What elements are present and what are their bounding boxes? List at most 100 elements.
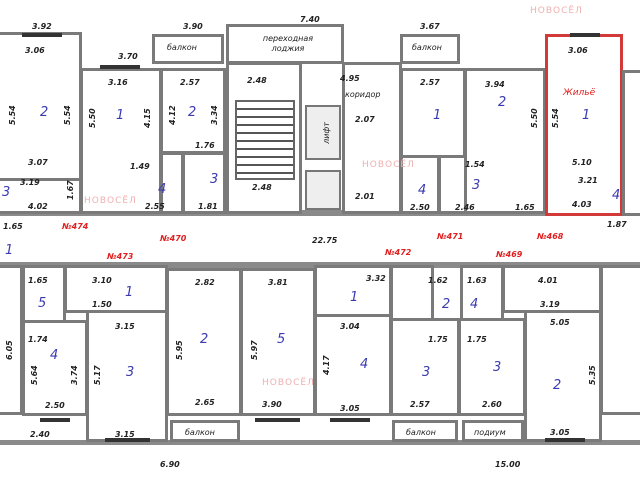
dimension: 2.50 <box>45 401 65 410</box>
room-number: 3 <box>472 178 481 193</box>
dimension: 3.15 <box>115 430 135 439</box>
dimension: 5.95 <box>175 340 184 360</box>
room-top-far-right <box>622 70 640 216</box>
dimension: 7.40 <box>300 15 320 24</box>
room-top-r4 <box>400 155 440 214</box>
dimension: 1.76 <box>195 141 215 150</box>
dimension: 5.54 <box>63 105 72 125</box>
stairs <box>235 100 295 180</box>
dimension: 4.02 <box>28 202 48 211</box>
room-number: 1 <box>350 290 359 305</box>
dimension: 3.94 <box>485 80 505 89</box>
dimension: 3.04 <box>340 322 360 331</box>
dimension: 22.75 <box>312 236 338 245</box>
dimension: 1.62 <box>428 276 448 285</box>
apartment-number: №474 <box>62 222 89 231</box>
room-bottom-far-left <box>0 265 23 415</box>
dimension: 3.05 <box>340 404 360 413</box>
room-number: 4 <box>50 348 59 363</box>
room-number: 2 <box>498 95 507 110</box>
apartment-number: №473 <box>107 252 134 261</box>
dimension: 2.07 <box>355 115 375 124</box>
room-number: 3 <box>210 172 219 187</box>
dimension: 2.60 <box>482 400 502 409</box>
room-number: 5 <box>277 332 286 347</box>
dimension: 4.95 <box>340 74 360 83</box>
dimension: 1.81 <box>198 202 218 211</box>
dimension: 2.55 <box>145 202 165 211</box>
dimension: 5.17 <box>93 365 102 385</box>
dimension: 6.90 <box>160 460 180 469</box>
room-number: 3 <box>126 365 135 380</box>
room-number: 4 <box>360 357 369 372</box>
room-highlighted <box>545 34 623 216</box>
dimension: 6.05 <box>5 340 14 360</box>
room-bottom-2b <box>390 265 434 321</box>
wall-bottom-outer <box>0 440 640 445</box>
lift-label: лифт <box>321 122 331 144</box>
dimension: 2.40 <box>30 430 50 439</box>
dimension: 2.50 <box>410 203 430 212</box>
room-top-r2 <box>464 68 546 214</box>
room-top-2 <box>160 68 226 154</box>
dimension: 1.87 <box>607 220 627 229</box>
room-number: 3 <box>493 360 502 375</box>
apartment-number: №469 <box>496 250 523 259</box>
room-number: 2 <box>40 105 49 120</box>
room-number: 4 <box>612 188 621 203</box>
corridor-label: коридор <box>345 90 381 99</box>
dimension: 3.19 <box>20 178 40 187</box>
dimension: 1.50 <box>92 300 112 309</box>
dimension: 4.12 <box>168 105 177 125</box>
highlight-label: Жильё <box>563 88 596 98</box>
dimension: 1.74 <box>28 335 48 344</box>
watermark: НОВОСЁЛ <box>530 6 583 16</box>
dimension: 1.65 <box>3 222 23 231</box>
apartment-number: №472 <box>385 248 412 257</box>
dimension: 5.54 <box>551 108 560 128</box>
room-bottom-3b <box>390 318 460 416</box>
dimension: 4.01 <box>538 276 558 285</box>
window <box>105 438 150 442</box>
balcony-bottom-2 <box>392 420 458 442</box>
balcony-label: балкон <box>406 428 436 437</box>
podium-bottom <box>462 420 524 442</box>
room-number: 5 <box>38 296 47 311</box>
room-number: 2 <box>200 332 209 347</box>
dimension: 3.10 <box>92 276 112 285</box>
room-bottom-4a <box>22 320 88 416</box>
window <box>330 418 370 422</box>
balcony-label: балкон <box>185 428 215 437</box>
room-number: 1 <box>116 108 125 123</box>
room-top-3 <box>182 152 226 214</box>
dimension: 5.35 <box>588 365 597 385</box>
dimension: 5.50 <box>530 108 539 128</box>
apartment-number: №468 <box>537 232 564 241</box>
window <box>100 65 140 69</box>
dimension: 1.63 <box>467 276 487 285</box>
room-number: 1 <box>433 108 442 123</box>
dimension: 3.70 <box>118 52 138 61</box>
dimension: 5.64 <box>30 365 39 385</box>
dimension: 3.06 <box>568 46 588 55</box>
dimension: 3.34 <box>210 105 219 125</box>
loggia-label: переходная лоджия <box>262 34 314 53</box>
dimension: 2.48 <box>252 183 272 192</box>
dimension: 1.75 <box>428 335 448 344</box>
balcony-label: балкон <box>412 43 442 52</box>
balcony-top-1 <box>152 34 224 64</box>
room-number: 1 <box>125 285 134 300</box>
apartment-number: №470 <box>160 234 187 243</box>
dimension: 4.17 <box>322 355 331 375</box>
dimension: 1.75 <box>467 335 487 344</box>
dimension: 4.03 <box>572 200 592 209</box>
balcony-label: балкон <box>167 43 197 52</box>
dimension: 5.10 <box>572 158 592 167</box>
room-number: 1 <box>5 243 14 258</box>
dimension: 3.67 <box>420 22 440 31</box>
room-bottom-2a <box>166 268 242 416</box>
dimension: 2.57 <box>410 400 430 409</box>
dimension: 3.07 <box>28 158 48 167</box>
wall-top-block-bottom <box>0 210 640 216</box>
